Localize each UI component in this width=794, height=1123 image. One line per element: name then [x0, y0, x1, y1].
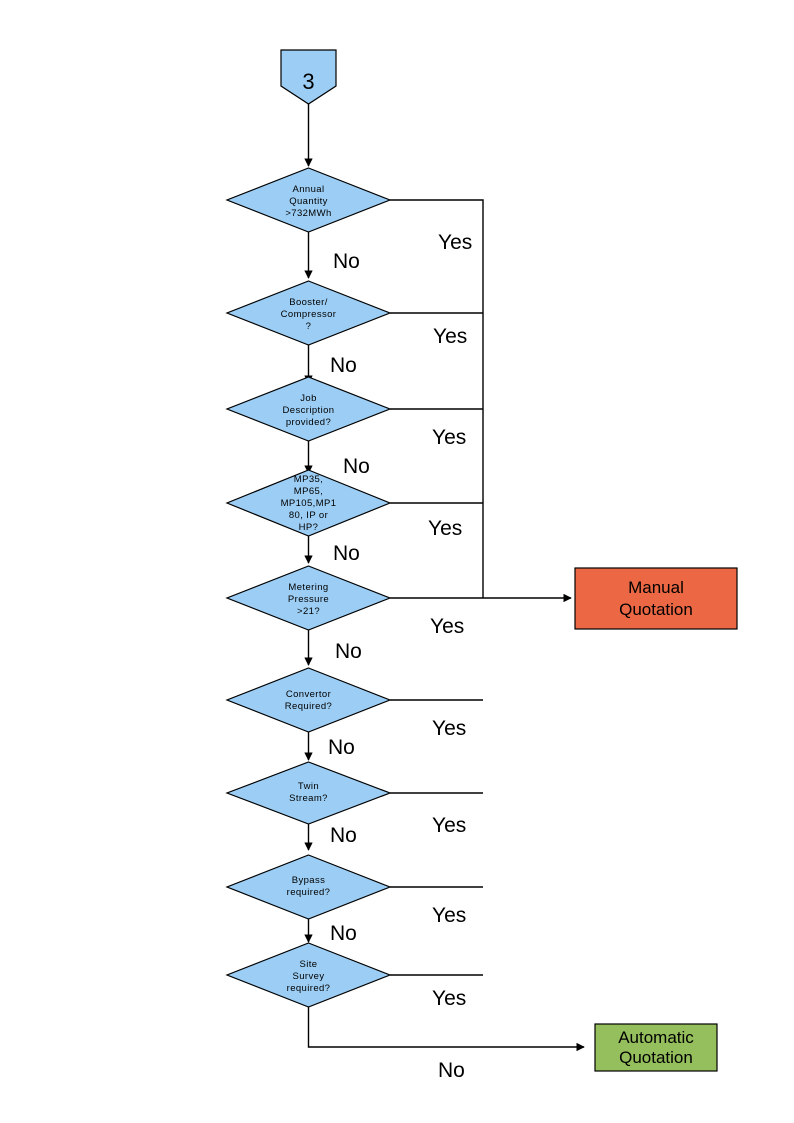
twin-stream-line-1: Twin — [298, 781, 319, 792]
offpage-connector-label: 3 — [302, 69, 314, 94]
node-automatic-quotation[interactable]: Automatic Quotation — [594, 1023, 718, 1072]
booster-compressor-line-3: ? — [306, 321, 312, 332]
bypass-line-2: required? — [287, 887, 331, 898]
job-description-line-1: Job — [300, 393, 317, 404]
edge-annual-quantity-yes — [390, 199, 484, 598]
node-site-survey[interactable]: Site Survey required? — [225, 942, 392, 1008]
node-bypass[interactable]: Bypass required? — [225, 854, 392, 920]
label-metering-pressure-no: No — [335, 640, 362, 663]
pressure-tier-line-2: MP65, — [294, 486, 323, 497]
automatic-quotation-box — [594, 1023, 718, 1072]
label-bypass-yes: Yes — [432, 904, 466, 927]
annual-quantity-line-1: Annual — [293, 184, 325, 195]
node-metering-pressure[interactable]: Metering Pressure >21? — [225, 565, 392, 631]
label-pressure-tier-no: No — [333, 542, 360, 565]
label-booster-compressor-yes: Yes — [433, 325, 467, 348]
node-annual-quantity[interactable]: Annual Quantity >732MWh — [225, 167, 392, 233]
annual-quantity-line-3: >732MWh — [285, 208, 331, 219]
metering-pressure-line-2: Pressure — [288, 594, 329, 605]
label-convertor-yes: Yes — [432, 717, 466, 740]
manual-quotation-box — [574, 567, 738, 630]
manual-quotation-line-1: Manual — [628, 578, 684, 597]
pressure-tier-line-4: 80, IP or — [289, 510, 328, 521]
label-metering-pressure-yes: Yes — [430, 615, 464, 638]
label-site-survey-yes: Yes — [432, 987, 466, 1010]
booster-compressor-line-2: Compressor — [281, 309, 337, 320]
node-manual-quotation[interactable]: Manual Quotation — [574, 567, 738, 630]
node-booster-compressor[interactable]: Booster/ Compressor ? — [225, 280, 392, 346]
node-offpage-connector[interactable]: 3 — [280, 49, 337, 105]
label-job-description-no: No — [343, 455, 370, 478]
label-bypass-no: No — [330, 922, 357, 945]
node-pressure-tier[interactable]: MP35, MP65, MP105,MP1 80, IP or HP? — [225, 469, 392, 537]
label-site-survey-no: No — [438, 1059, 465, 1082]
pressure-tier-line-5: HP? — [299, 522, 319, 533]
edge-site-survey-no — [307, 1007, 585, 1052]
automatic-quotation-line-1: Automatic — [618, 1028, 694, 1047]
label-annual-quantity-no: No — [333, 250, 360, 273]
twin-stream-line-2: Stream? — [289, 793, 328, 804]
pressure-tier-line-1: MP35, — [294, 474, 323, 485]
site-survey-line-3: required? — [287, 983, 331, 994]
bypass-line-1: Bypass — [292, 875, 326, 886]
metering-pressure-line-3: >21? — [297, 606, 320, 617]
node-convertor[interactable]: Convertor Required? — [225, 667, 392, 733]
label-annual-quantity-yes: Yes — [438, 231, 472, 254]
node-twin-stream[interactable]: Twin Stream? — [225, 761, 392, 825]
label-job-description-yes: Yes — [432, 426, 466, 449]
label-convertor-no: No — [328, 736, 355, 759]
convertor-diamond — [225, 667, 392, 733]
pressure-tier-line-3: MP105,MP1 — [281, 498, 337, 509]
offpage-connector-shape — [280, 49, 337, 105]
automatic-quotation-line-2: Quotation — [619, 1048, 693, 1067]
annual-quantity-line-2: Quantity — [289, 196, 328, 207]
site-survey-line-2: Survey — [293, 971, 325, 982]
booster-compressor-line-1: Booster/ — [289, 297, 328, 308]
label-twin-stream-yes: Yes — [432, 814, 466, 837]
convertor-line-1: Convertor — [286, 689, 331, 700]
job-description-line-2: Description — [283, 405, 335, 416]
manual-quotation-line-2: Quotation — [619, 600, 693, 619]
label-booster-compressor-no: No — [330, 354, 357, 377]
convertor-line-2: Required? — [285, 701, 332, 712]
site-survey-line-1: Site — [300, 959, 318, 970]
label-pressure-tier-yes: Yes — [428, 517, 462, 540]
node-job-description[interactable]: Job Description provided? — [225, 376, 392, 442]
label-twin-stream-no: No — [330, 824, 357, 847]
job-description-line-3: provided? — [286, 417, 331, 428]
metering-pressure-line-1: Metering — [288, 582, 328, 593]
